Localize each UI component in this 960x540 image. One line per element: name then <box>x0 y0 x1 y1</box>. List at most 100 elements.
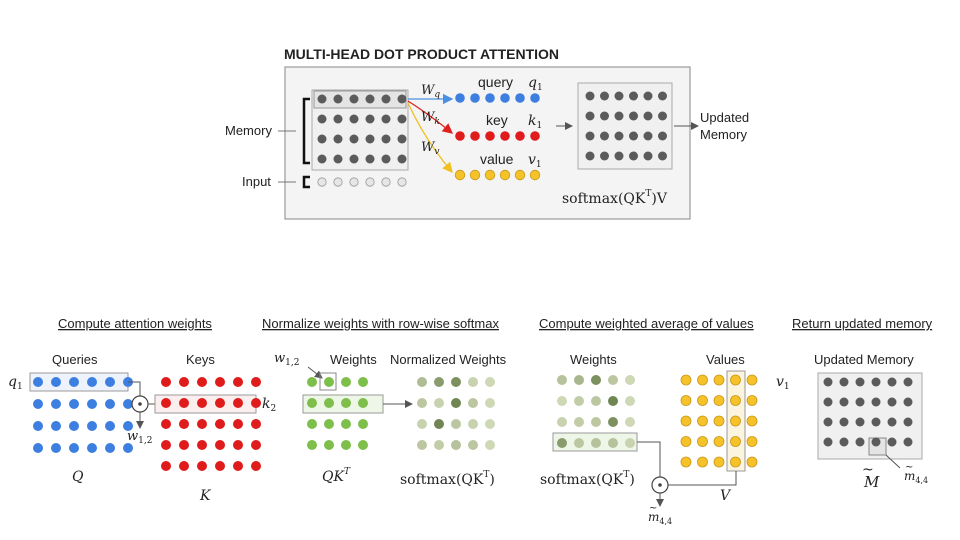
dot <box>179 398 189 408</box>
dot <box>123 399 133 409</box>
dot <box>585 111 595 121</box>
wk-label: Wk <box>421 110 440 127</box>
dot <box>397 114 407 124</box>
dot <box>680 415 692 427</box>
dot <box>871 417 881 427</box>
dot <box>499 169 511 181</box>
dot <box>307 440 317 450</box>
dot <box>365 154 375 164</box>
dot <box>625 375 635 385</box>
weights-matrix-p3 <box>557 375 635 448</box>
dot <box>197 377 207 387</box>
dot <box>887 417 897 427</box>
dot <box>317 114 327 124</box>
wv-label: Wv <box>421 140 439 157</box>
dot <box>179 419 189 429</box>
svg-text:~: ~ <box>905 462 913 473</box>
dot <box>625 438 635 448</box>
dot <box>730 395 741 406</box>
dot <box>69 377 79 387</box>
dot <box>746 415 758 427</box>
dot <box>484 169 496 181</box>
dot <box>500 93 510 103</box>
dot <box>469 169 481 181</box>
dot <box>215 461 225 471</box>
dot <box>713 436 725 447</box>
q1-label: q1 <box>8 374 23 392</box>
dot <box>251 419 261 429</box>
dot <box>381 177 391 187</box>
dot <box>600 111 609 121</box>
dot <box>713 374 725 386</box>
dot <box>417 440 427 450</box>
dot <box>680 395 692 406</box>
dot <box>233 419 243 429</box>
V-label: V <box>720 488 732 504</box>
dot <box>680 436 692 447</box>
weights-label-p3: Weights <box>570 352 617 367</box>
dot <box>381 154 391 164</box>
dot <box>451 440 461 450</box>
dot <box>349 154 359 164</box>
dot <box>585 131 595 141</box>
dot <box>317 154 327 164</box>
dot <box>317 134 327 144</box>
dot <box>680 456 692 468</box>
wv-arrow <box>407 102 453 173</box>
dot <box>251 440 261 450</box>
dot <box>123 421 133 431</box>
output-dots <box>585 91 667 161</box>
dot <box>730 374 741 386</box>
w12-label-p1: w1,2 <box>127 429 152 446</box>
dot <box>161 440 171 450</box>
svg-text:~: ~ <box>649 503 657 514</box>
dot <box>365 177 375 187</box>
query-label: query <box>478 74 513 90</box>
dot <box>557 375 567 385</box>
dot <box>629 111 638 121</box>
dot <box>324 398 334 408</box>
dot <box>697 436 708 447</box>
dot <box>87 421 97 431</box>
dot <box>823 397 833 407</box>
dot <box>485 419 495 429</box>
dot <box>307 419 317 429</box>
dot <box>161 398 171 408</box>
dot <box>608 396 618 406</box>
heading-normalize: Normalize weights with row-wise softmax <box>262 316 499 331</box>
m44-label-p3: m4,4 <box>648 510 672 526</box>
heading-weighted-average: Compute weighted average of values <box>539 316 754 331</box>
dot <box>574 396 584 406</box>
dot <box>871 377 881 387</box>
dot <box>855 437 865 447</box>
updated-memory-label-1: Updated <box>700 110 749 125</box>
dot <box>455 93 465 103</box>
dot <box>500 131 510 141</box>
dot <box>341 398 351 408</box>
heading-compute-weights: Compute attention weights <box>58 316 212 331</box>
dot <box>485 93 495 103</box>
dot <box>333 114 343 124</box>
dot <box>51 399 61 409</box>
dot <box>658 91 667 101</box>
dot <box>197 419 207 429</box>
dot <box>608 417 618 427</box>
dot <box>358 398 368 408</box>
key-matrix <box>161 377 261 471</box>
dot <box>658 131 667 141</box>
dot <box>451 398 461 408</box>
dot <box>451 419 461 429</box>
dot <box>381 114 391 124</box>
dot <box>515 131 525 141</box>
dot <box>600 151 609 161</box>
v1-symbol: v1 <box>528 152 542 170</box>
dot <box>365 114 375 124</box>
dot <box>251 398 261 408</box>
dot <box>69 399 79 409</box>
dot <box>713 456 725 468</box>
normalized-weights-label: Normalized Weights <box>390 352 507 367</box>
k2-label: k2 <box>262 396 276 414</box>
dot <box>887 437 897 447</box>
dot <box>557 438 567 448</box>
dot <box>614 111 624 121</box>
